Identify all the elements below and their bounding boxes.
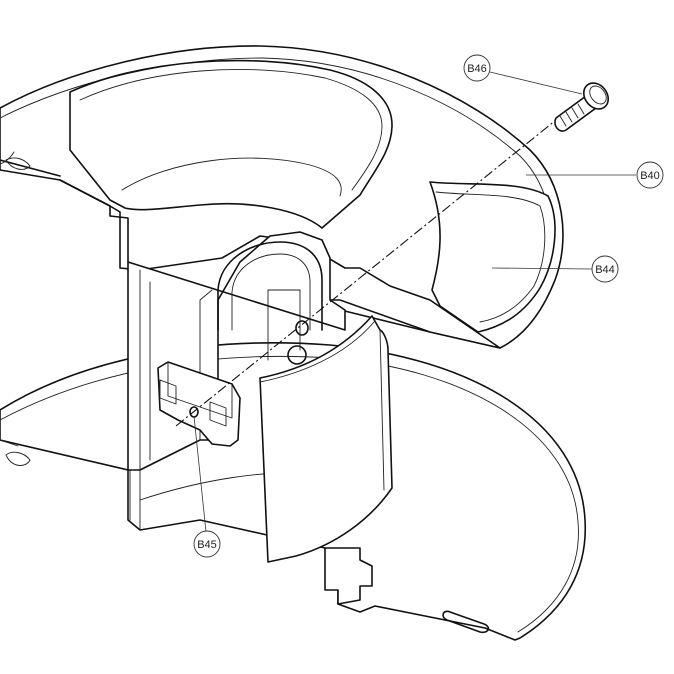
screw [554, 82, 610, 132]
callout-b45: B45 [193, 530, 221, 558]
leader-b46 [489, 71, 583, 95]
leader-b45 [193, 415, 207, 533]
leader-b44 [491, 267, 593, 270]
upper-cutaway-face [429, 181, 556, 333]
svg-text:B40: B40 [640, 170, 660, 182]
assembly-axis [175, 111, 567, 427]
svg-text:B45: B45 [197, 539, 217, 551]
svg-text:B46: B46 [467, 63, 487, 75]
callout-b46: B46 [463, 54, 491, 82]
lower-bracket [324, 547, 373, 605]
callout-b40: B40 [636, 161, 664, 189]
callout-b44: B44 [591, 255, 619, 283]
lower-slot [442, 610, 490, 634]
curved-shield [259, 315, 393, 563]
svg-text:B44: B44 [595, 264, 615, 276]
bracket-holes [267, 289, 309, 365]
